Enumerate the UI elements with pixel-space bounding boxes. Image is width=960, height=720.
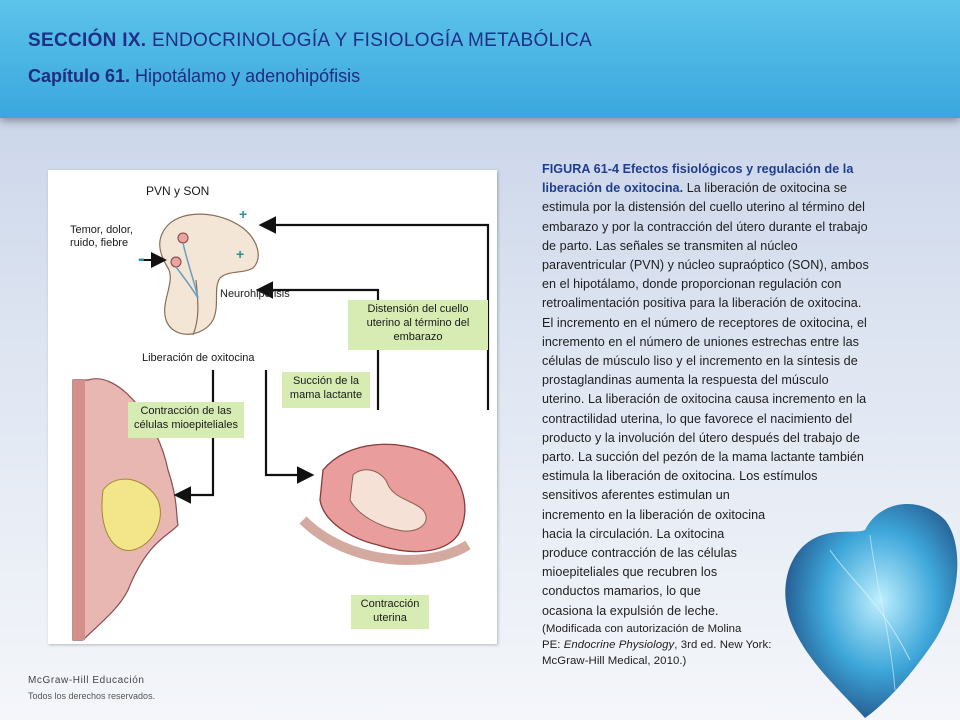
chapter-heading: Capítulo 61. Hipotálamo y adenohipófisis [28,66,360,87]
caption-line: liberación de oxitocina. La liberación d… [542,179,927,198]
credit-line: PE: Endocrine Physiology, 3rd ed. New Yo… [542,637,927,653]
publisher-name: McGraw-Hill Educación [28,675,145,686]
caption-text: prostaglandinas aumenta la respuesta del… [542,373,829,388]
pvn-son-label: PVN y SON [146,184,210,198]
caption-title: FIGURA 61-4 Efectos fisiológicos y regul… [542,162,854,176]
caption-text: uterino. La liberación de oxitocina caus… [542,392,867,407]
caption-line: parto. La succión del pezón de la mama l… [542,448,927,467]
credit-line: McGraw-Hill Medical, 2010.) [542,654,687,667]
caption-text: estimula la liberación de oxitocina. Los… [542,469,818,484]
credit-fragment: PE: [542,638,564,651]
minus-sign: - [138,248,145,270]
caption-text: parto. La succión del pezón de la mama l… [542,450,864,465]
credit-fragment: Endocrine Physiology [563,638,675,651]
stimuli-label: Temor, dolor, ruido, fiebre [70,224,133,250]
caption-text: producto y la involución del útero despu… [542,430,860,445]
caption-line: estimula la liberación de oxitocina. Los… [542,467,927,486]
caption-line: El incremento en el número de receptores… [542,314,927,333]
mammary-gland [101,478,161,551]
caption-text: incremento en el número de uniones estre… [542,334,860,349]
plus-sign-bottom: + [236,246,245,262]
caption-line: mioepiteliales que recubren los [542,563,927,582]
myoepithelial-contraction-box: Contracción de las células mioepiteliale… [128,402,244,438]
caption-text: de parto. Las señales se transmiten al n… [542,238,798,253]
pituitary-shape [192,279,199,336]
heart-image [785,503,958,718]
neurohypophysis-label: Neurohipófisis [220,288,290,300]
caption-line: paraventricular (PVN) y núcleo supraópti… [542,256,927,275]
caption-line: estimula por la distensión del cuello ut… [542,198,927,217]
caption-line: uterino. La liberación de oxitocina caus… [542,390,927,409]
caption-line: en el hipotálamo, donde proporcionan reg… [542,275,927,294]
plus-sign-top: + [239,206,248,222]
caption-line: de parto. Las señales se transmiten al n… [542,237,927,256]
section-title: ENDOCRINOLOGÍA Y FISIOLOGÍA METABÓLICA [151,30,593,51]
caption-text: embarazo y por la contracción del útero … [542,219,868,234]
figure-caption: FIGURA 61-4 Efectos fisiológicos y regul… [542,160,927,669]
section-heading: SECCIÓN IX. ENDOCRINOLOGÍA Y FISIOLOGÍA … [28,30,592,52]
hypothalamus-shape [159,213,259,335]
caption-text: en el hipotálamo, donde proporcionan reg… [542,277,842,292]
oxytocin-release-label: Liberación de oxitocina [142,352,255,364]
caption-line: retroalimentación positiva para la liber… [542,294,927,313]
caption-text: incremento en la liberación de oxitocina [542,507,766,522]
caption-line: incremento en la liberación de oxitocina [542,506,927,525]
caption-line: hacia la circulación. La oxitocina [542,525,927,544]
cervix-distension-box: Distensión del cuello uterino al término… [348,300,488,350]
caption-text: produce contracción de las células [542,546,737,561]
chapter-title: Hipotálamo y adenohipófisis [135,66,361,86]
caption-line: prostaglandinas aumenta la respuesta del… [542,371,927,390]
suckling-box: Succión de la mama lactante [282,372,370,408]
caption-line: incremento en el número de uniones estre… [542,333,927,352]
caption-text: contractilidad uterina, lo que favorece … [542,411,853,426]
credit-line: (Modificada con autorización de Molina [542,622,742,635]
neuron-1 [177,232,189,244]
caption-text: ocasiona la expulsión de leche. [542,603,719,618]
caption-text: La liberación de oxitocina se [683,181,848,196]
caption-line: ocasiona la expulsión de leche. [542,602,927,621]
caption-text: retroalimentación positiva para la liber… [542,296,862,311]
caption-line: producto y la involución del útero despu… [542,429,927,448]
section-label: SECCIÓN IX. [28,30,147,51]
caption-line: embarazo y por la contracción del útero … [542,218,927,237]
caption-text: El incremento en el número de receptores… [542,315,867,330]
caption-line: conductos mamarios, lo que [542,582,927,601]
slide-header: SECCIÓN IX. ENDOCRINOLOGÍA Y FISIOLOGÍA … [0,0,960,118]
caption-line: sensitivos aferentes estimulan un [542,486,927,505]
rights-notice: Todos los derechos reservados. [28,691,156,701]
caption-title: liberación de oxitocina. [542,181,684,196]
caption-line: FIGURA 61-4 Efectos fisiológicos y regul… [542,160,927,179]
caption-text: hacia la circulación. La oxitocina [542,526,725,541]
caption-text: conductos mamarios, lo que [542,584,701,599]
caption-text: sensitivos aferentes estimulan un [542,488,730,503]
caption-line: produce contracción de las células [542,544,927,563]
caption-line: células de músculo liso y el incremento … [542,352,927,371]
uterine-contraction-box: Contracción uterina [351,595,429,629]
caption-line: contractilidad uterina, lo que favorece … [542,410,927,429]
caption-text: células de músculo liso y el incremento … [542,354,858,369]
figure-diagram [72,213,490,641]
fetus-shape [349,469,427,532]
chapter-label: Capítulo 61. [28,66,131,86]
caption-text: mioepiteliales que recubren los [542,565,718,580]
neuron-2 [170,256,182,268]
caption-text: paraventricular (PVN) y núcleo supraópti… [542,258,869,273]
caption-text: estimula por la distensión del cuello ut… [542,200,865,215]
oxytocin-figure: PVN y SON Temor, dolor, ruido, fiebre Ne… [48,170,497,644]
credit-fragment: , 3rd ed. New York: [674,638,772,651]
